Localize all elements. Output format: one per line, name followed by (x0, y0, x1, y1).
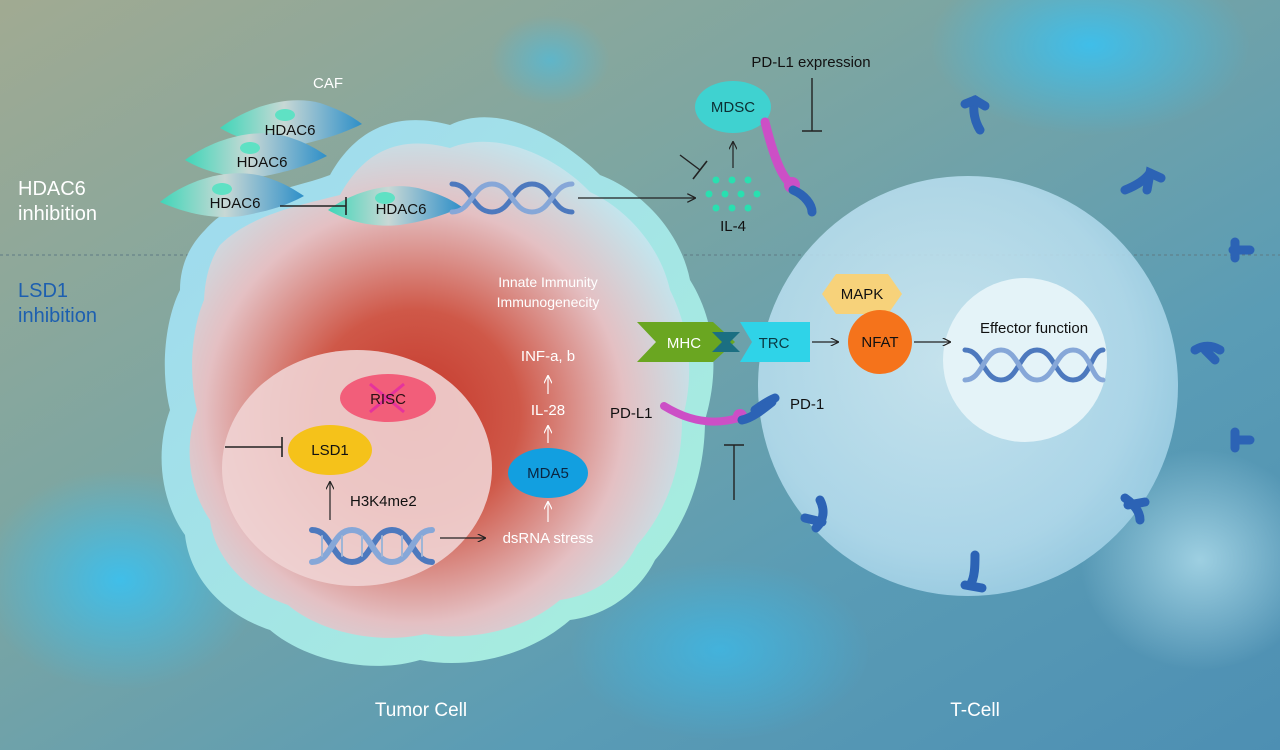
dna-helix-tcell (962, 347, 1106, 383)
caf-hdac6-label: HDAC6 (265, 122, 316, 139)
dsrna-label: dsRNA stress (503, 530, 594, 547)
tumor-hdac6-label: HDAC6 (376, 201, 427, 218)
caf-cell (160, 173, 304, 218)
risc-cross (369, 382, 405, 414)
mdsc-label: MDSC (711, 99, 755, 116)
mapk-kinase (822, 274, 902, 314)
tumor-cell-label: Tumor Cell (375, 700, 467, 721)
mda5-label: MDA5 (527, 465, 569, 482)
inf-label: INF-a, b (521, 348, 575, 365)
background-blob (490, 15, 610, 105)
mhc-label: MHC (667, 335, 701, 352)
il4-molecules (705, 176, 761, 212)
pdl1-link (660, 402, 742, 426)
mapk-label: MAPK (841, 286, 884, 303)
pd1-receptor (737, 397, 777, 425)
trc-receptor (740, 322, 810, 362)
lsd1-label: LSD1 (311, 442, 349, 459)
effector-function-label: Effector function (980, 320, 1088, 337)
mda5-protein (508, 448, 588, 498)
mdsc-cell (695, 81, 771, 133)
tumor-hdac6-cell (328, 186, 462, 226)
lsd1-protein (288, 425, 372, 475)
caf-cell (185, 133, 327, 178)
nfat-label: NFAT (861, 334, 898, 351)
h3k4me2-label: H3K4me2 (350, 493, 417, 510)
caf-hdac6-label: HDAC6 (210, 195, 261, 212)
il4-inhibition-bar (692, 160, 708, 180)
caf-hdac6-label: HDAC6 (237, 154, 288, 171)
pdl1-label: PD-L1 (610, 405, 653, 422)
background-blob (570, 560, 870, 740)
mhc-receptor (637, 322, 735, 362)
dna-helix-nucleus (309, 526, 435, 566)
t-cell-receptors (750, 94, 1255, 593)
il4-label: IL-4 (720, 218, 746, 235)
trc-label: TRC (759, 335, 790, 352)
il4-inhibition-line (679, 154, 701, 171)
il28-label: IL-28 (531, 402, 565, 419)
caf-label: CAF (313, 75, 343, 92)
dna-helix-top (449, 181, 575, 215)
risc-label: RISC (370, 391, 406, 408)
background-blob (930, 0, 1250, 135)
pdl1-expression-label: PD-L1 expression (751, 54, 870, 71)
nfat-factor (848, 310, 912, 374)
t-cell-label: T-Cell (950, 700, 1000, 721)
mhc-trc-junction (712, 332, 740, 352)
pd1-label: PD-1 (790, 396, 824, 413)
